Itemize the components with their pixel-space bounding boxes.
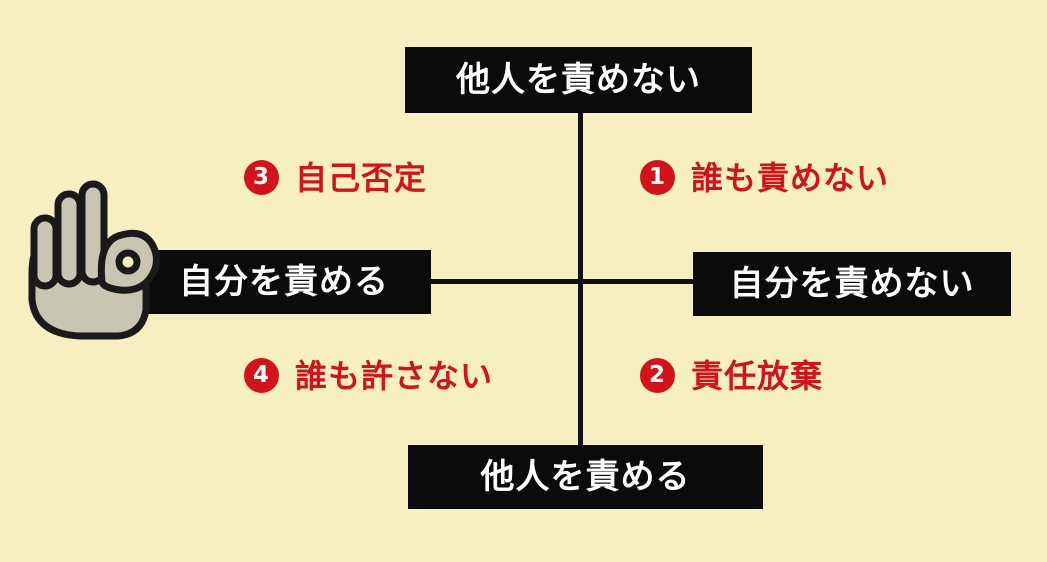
quadrant-2: 2 責任放棄 <box>640 358 823 393</box>
quadrant-1-label: 誰も責めない <box>691 158 890 197</box>
quadrant-3-label: 自己否定 <box>295 158 428 197</box>
axis-label-bottom: 他人を責める <box>408 445 763 509</box>
axis-label-top: 他人を責めない <box>405 47 752 113</box>
axis-label-left: 自分を責める <box>137 250 431 314</box>
quadrant-3-number-badge: 3 <box>244 160 279 195</box>
quadrant-3: 3 自己否定 <box>244 160 427 195</box>
quadrant-1-number-badge: 1 <box>640 160 675 195</box>
quadrant-2-number-badge: 2 <box>640 358 675 393</box>
quadrant-1: 1 誰も責めない <box>640 160 889 195</box>
quadrant-2-label: 責任放棄 <box>691 356 824 395</box>
quadrant-4: 4 誰も許さない <box>244 358 493 393</box>
quadrant-4-number-badge: 4 <box>244 358 279 393</box>
ok-hand-icon <box>28 180 160 340</box>
quadrant-4-label: 誰も許さない <box>295 356 494 395</box>
axis-label-right: 自分を責めない <box>693 252 1011 316</box>
horizontal-axis-line <box>428 279 698 284</box>
